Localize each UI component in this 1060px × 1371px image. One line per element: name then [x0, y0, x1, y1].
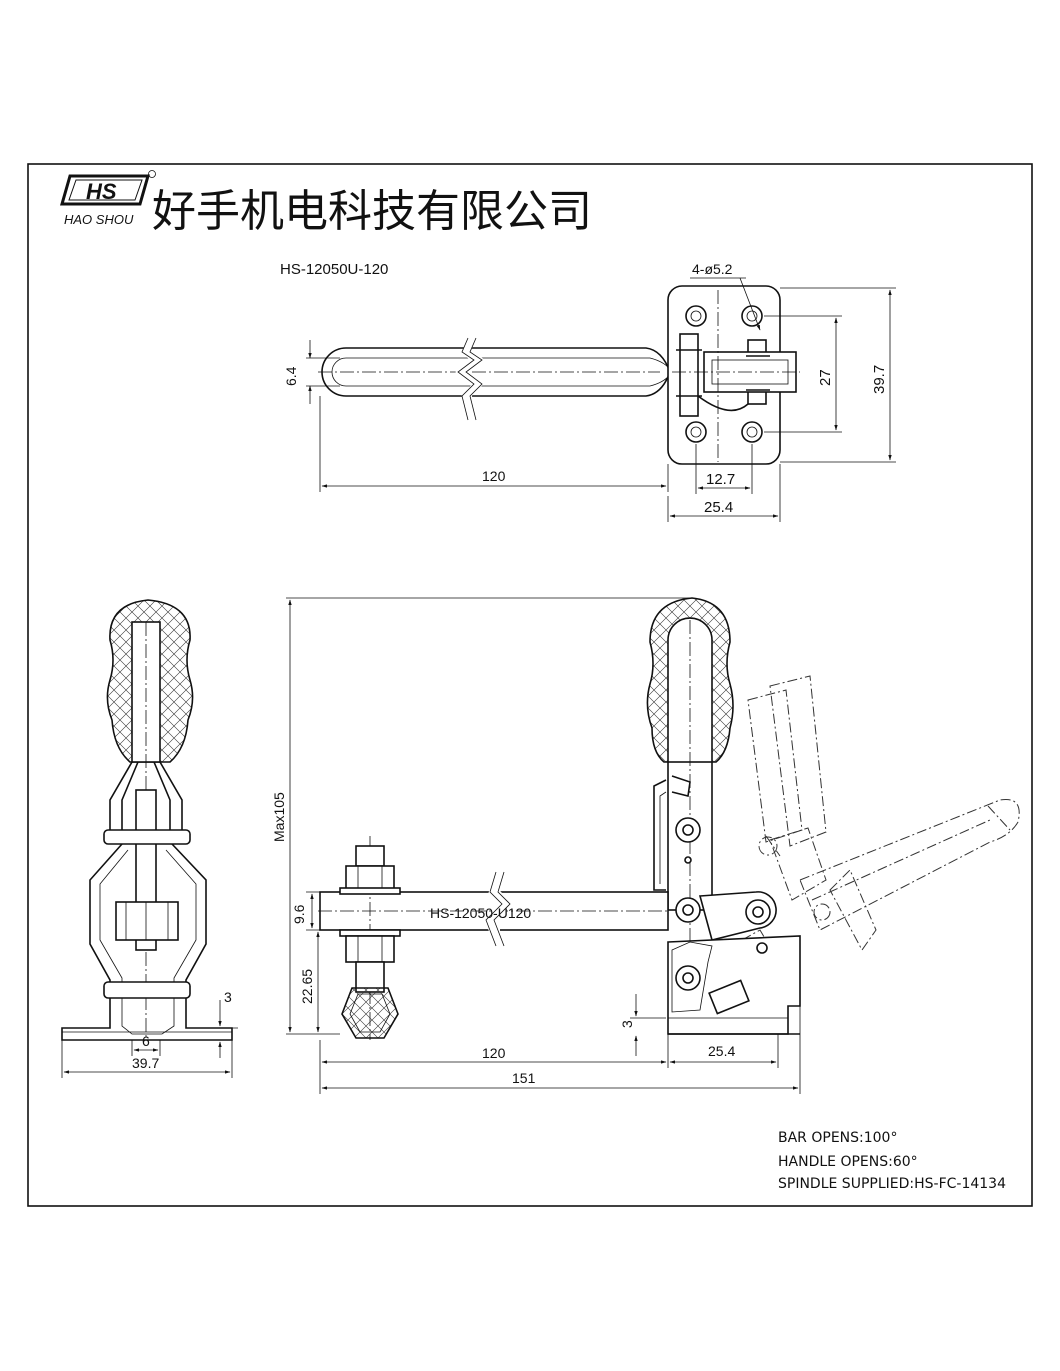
note-spindle: SPINDLE SUPPLIED:HS-FC-14134 [778, 1176, 1006, 1192]
top-view [318, 285, 800, 465]
dim-bar-thickness: 9.6 [291, 904, 307, 924]
end-view [61, 599, 233, 1041]
dim-bar-height: 22.65 [299, 969, 315, 1004]
dim-total-length: 151 [512, 1070, 536, 1086]
dim-hole-pitch-x: 12.7 [706, 471, 735, 488]
company-name: 好手机电科技有限公司 [152, 186, 592, 237]
dim-hole-pitch-y: 27 [817, 369, 834, 386]
drawing-border [27, 163, 1033, 1207]
dim-bar-length: 120 [482, 468, 506, 484]
dim-bar-width: 6.4 [283, 366, 299, 386]
logo-subtitle: HAO SHOU [64, 212, 134, 227]
top-view-dimensions: 4-ø5.2 6.4 120 12.7 25.4 27 39.7 [283, 261, 896, 522]
dim-base-width-side: 25.4 [708, 1043, 735, 1059]
open-position-phantom [741, 675, 1020, 977]
end-view-dimensions: 3 6 39.7 [61, 989, 238, 1078]
dim-max-height: Max105 [271, 792, 287, 842]
dim-bar-length-side: 120 [482, 1045, 506, 1061]
side-view: HS-12050-U120 [318, 597, 1020, 1040]
company-logo: HS HAO SHOU [60, 170, 156, 227]
dim-base-width: 25.4 [704, 499, 733, 516]
model-number: HS-12050U-120 [280, 261, 388, 278]
bar-label: HS-12050-U120 [430, 905, 531, 921]
hole-spec-label: 4-ø5.2 [692, 261, 733, 277]
end-dim-web: 6 [142, 1033, 150, 1049]
dim-base-length: 39.7 [871, 365, 888, 394]
note-bar-opens: BAR OPENS:100° [778, 1130, 897, 1146]
end-dim-base-width: 39.7 [132, 1055, 159, 1071]
logo-text: HS [86, 179, 117, 204]
note-handle-opens: HANDLE OPENS:60° [778, 1154, 918, 1170]
dim-base-thickness: 3 [619, 1020, 635, 1028]
spec-notes: BAR OPENS:100° HANDLE OPENS:60° SPINDLE … [778, 1130, 1006, 1192]
end-dim-base-thickness: 3 [224, 989, 232, 1005]
side-view-dimensions: Max105 9.6 22.65 3 120 25.4 151 [271, 597, 801, 1094]
